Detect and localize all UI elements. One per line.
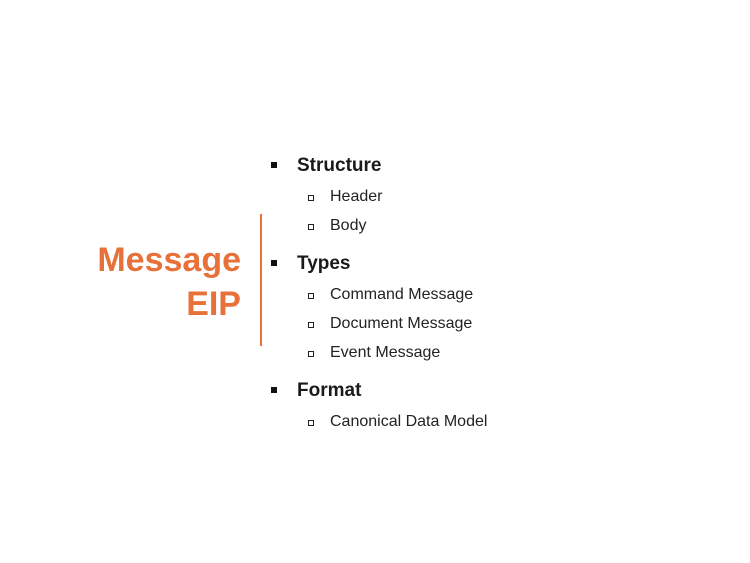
sub-bullet-label: Body — [330, 217, 367, 234]
sub-bullet-label: Command Message — [330, 286, 474, 303]
bullet-label: Format — [297, 380, 362, 401]
sub-bullet-list: Canonical Data Model — [270, 407, 690, 436]
sub-bullet-label: Document Message — [330, 315, 473, 332]
bullet-item: Format — [270, 378, 690, 404]
sub-bullet-label: Event Message — [330, 344, 441, 361]
square-bullet-icon — [271, 162, 277, 168]
bullet-outline: Structure Header Body Types — [270, 153, 690, 436]
sub-bullet-item: Event Message — [270, 338, 690, 367]
bullet-item: Structure — [270, 153, 690, 179]
sub-bullet-item: Document Message — [270, 309, 690, 338]
hollow-square-bullet-icon — [308, 293, 314, 299]
square-bullet-icon — [271, 387, 277, 393]
hollow-square-bullet-icon — [308, 351, 314, 357]
hollow-square-bullet-icon — [308, 420, 314, 426]
bullet-label: Structure — [297, 155, 382, 176]
sub-bullet-list: Command Message Document Message Event M… — [270, 280, 690, 367]
section-format: Format Canonical Data Model — [270, 378, 690, 436]
sub-bullet-item: Body — [270, 211, 690, 240]
sub-bullet-item: Header — [270, 182, 690, 211]
square-bullet-icon — [271, 260, 277, 266]
sub-bullet-item: Command Message — [270, 280, 690, 309]
slide-title: Message EIP — [60, 238, 241, 326]
section-structure: Structure Header Body — [270, 153, 690, 240]
hollow-square-bullet-icon — [308, 224, 314, 230]
sub-bullet-label: Canonical Data Model — [330, 413, 488, 430]
bullet-label: Types — [297, 253, 351, 274]
hollow-square-bullet-icon — [308, 195, 314, 201]
sub-bullet-list: Header Body — [270, 182, 690, 240]
hollow-square-bullet-icon — [308, 322, 314, 328]
bullet-item: Types — [270, 251, 690, 277]
section-types: Types Command Message Document Message E… — [270, 251, 690, 367]
title-line-2: EIP — [186, 285, 241, 323]
sub-bullet-item: Canonical Data Model — [270, 407, 690, 436]
vertical-divider — [260, 214, 262, 346]
title-line-1: Message — [97, 241, 241, 279]
sub-bullet-label: Header — [330, 188, 383, 205]
